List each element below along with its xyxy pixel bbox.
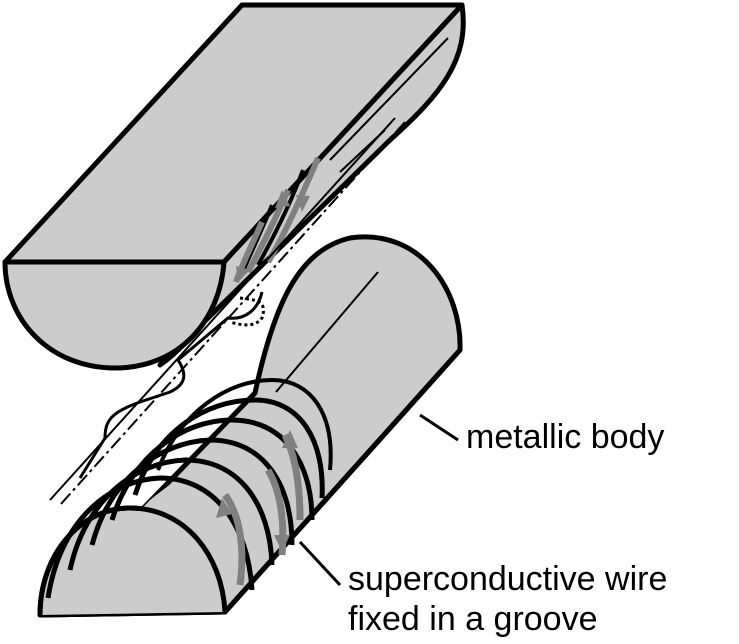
upper-arrow-down-2 bbox=[236, 266, 250, 282]
upper-half-cylinder bbox=[2, 2, 466, 371]
upper-groove-line bbox=[329, 37, 449, 161]
upper-arrow-down bbox=[296, 195, 310, 212]
metallic-body-label: metallic body bbox=[466, 418, 664, 456]
lower-wire-windings bbox=[45, 377, 333, 599]
lower-arrow-down bbox=[274, 535, 290, 552]
upper-wire-windings bbox=[233, 156, 321, 283]
connecting-wire bbox=[78, 291, 264, 479]
connecting-wire-dotted bbox=[229, 296, 265, 327]
lower-groove-line bbox=[275, 271, 379, 393]
wire-leader bbox=[298, 540, 342, 587]
superconductive-wire-label-line2: fixed in a groove bbox=[348, 600, 598, 638]
axis-line-back bbox=[49, 117, 396, 501]
lower-arrow-up bbox=[216, 498, 232, 518]
upper-arrow-up bbox=[275, 190, 290, 208]
lower-arrow-up-2 bbox=[282, 430, 298, 448]
upper-end-cap bbox=[2, 259, 227, 371]
axis-dash-dot-line bbox=[59, 121, 406, 506]
superconductive-wire-label-line1: superconductive wire bbox=[348, 560, 667, 598]
lower-half-cylinder bbox=[37, 234, 463, 618]
metallic-body-leader bbox=[419, 413, 459, 442]
